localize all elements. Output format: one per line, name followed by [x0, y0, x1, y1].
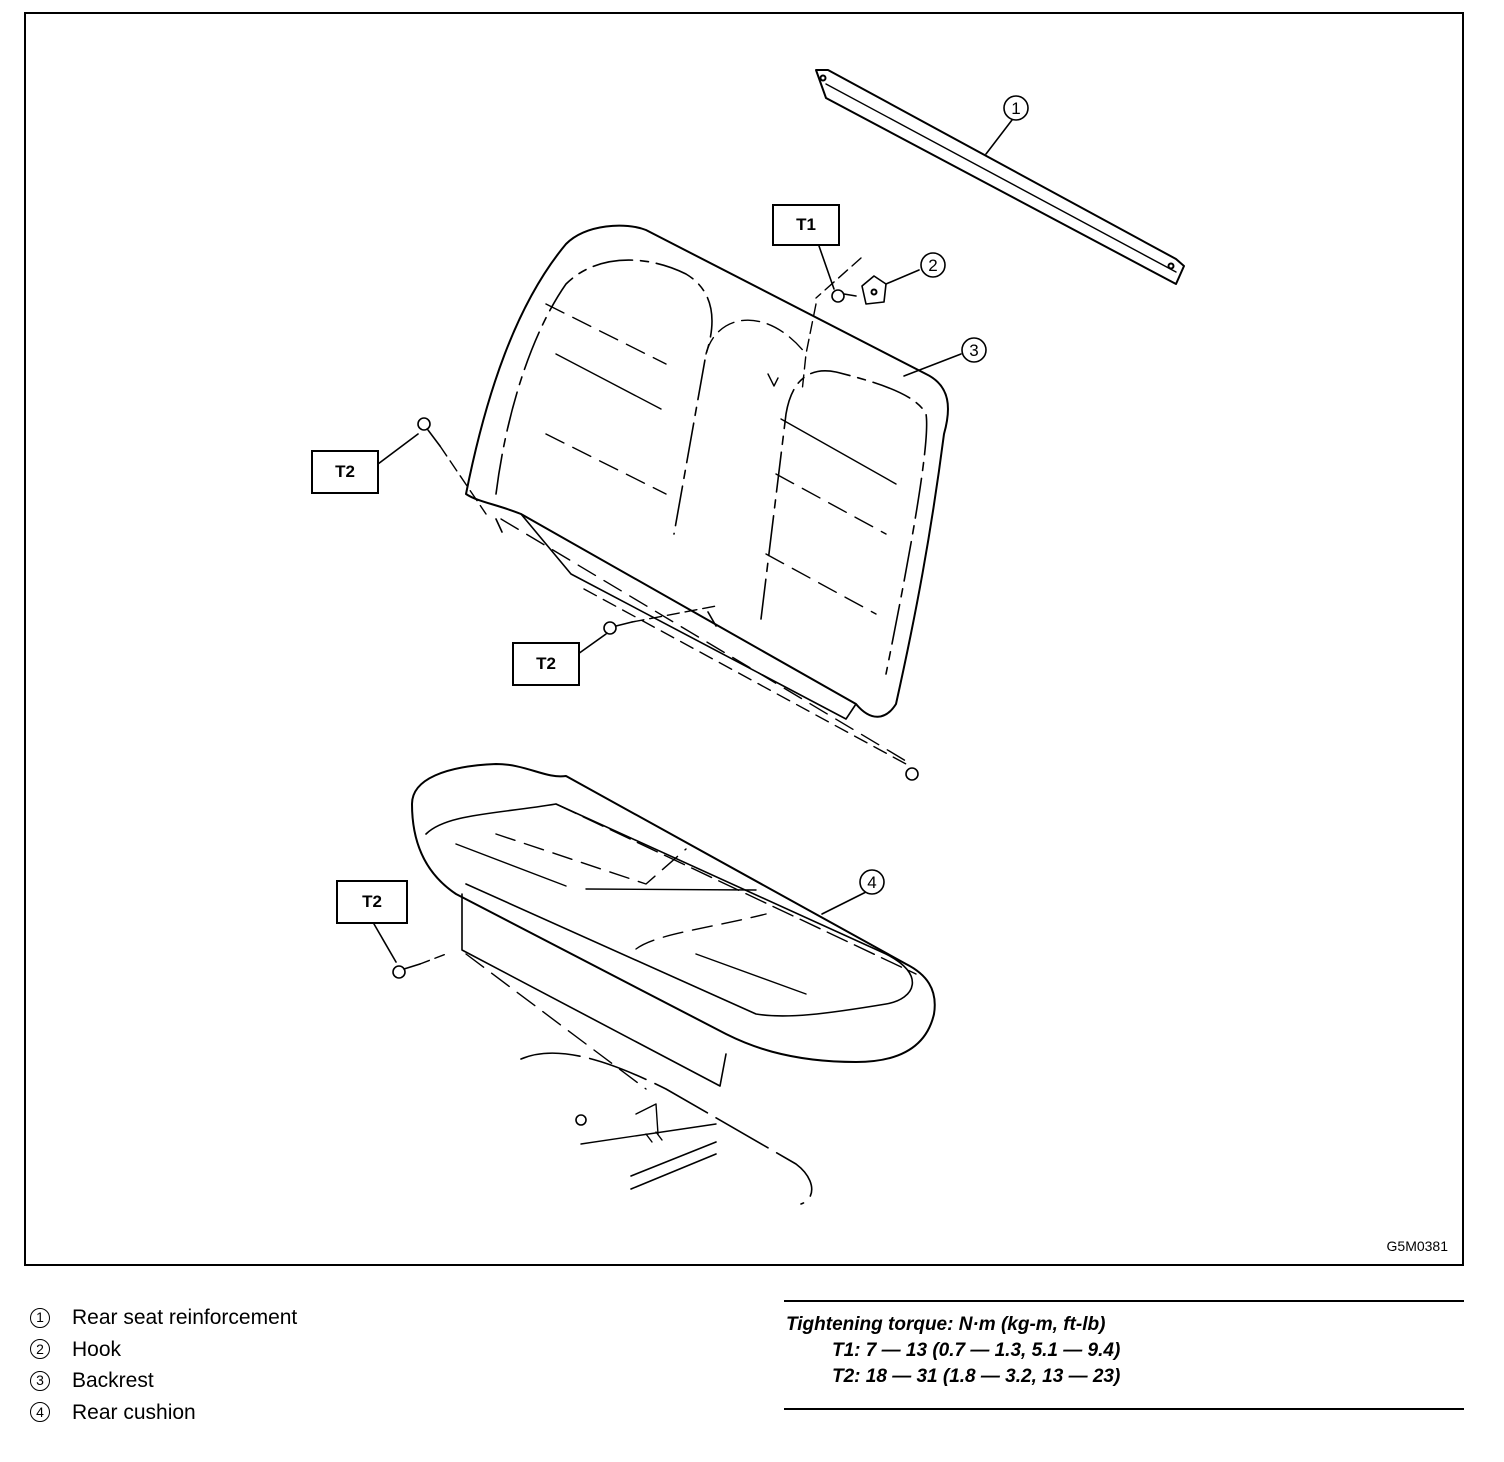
legend-number: 4: [30, 1402, 50, 1423]
legend-number: 2: [30, 1339, 50, 1360]
cushion-bolt-and-floor: [373, 923, 813, 1205]
torque-title: Tightening torque: N·m (kg-m, ft-lb): [786, 1314, 1106, 1335]
legend-label: Rear seat reinforcement: [72, 1306, 298, 1329]
exploded-view-drawing: 1 2 3 4: [373, 69, 1185, 1205]
marker-3: 3: [969, 341, 978, 360]
legend-item: 4 Rear cushion: [30, 1397, 297, 1429]
part-markers: 1 2 3 4: [859, 95, 1029, 895]
legend-label: Rear cushion: [72, 1400, 196, 1424]
backrest-part: [465, 224, 962, 720]
callout-t1-top: T1: [772, 204, 840, 246]
torque-t1: T1: 7 — 13 (0.7 — 1.3, 5.1 — 9.4): [832, 1340, 1121, 1361]
callout-t2-middle: T2: [512, 642, 580, 686]
legend-label: Backrest: [72, 1369, 154, 1392]
marker-2: 2: [928, 256, 937, 275]
backrest-bolts: [377, 417, 919, 781]
parts-legend: 1 Rear seat reinforcement 2 Hook 3 Backr…: [30, 1302, 297, 1428]
legend-item: 2 Hook: [30, 1334, 297, 1366]
figure-reference-code: G5M0381: [1386, 1238, 1448, 1254]
callout-t2-left: T2: [311, 450, 379, 494]
rear-cushion-part: [411, 763, 936, 1087]
legend-label: Hook: [72, 1337, 122, 1361]
torque-spec-box: Tightening torque: N·m (kg-m, ft-lb) T1:…: [784, 1300, 1464, 1410]
marker-1: 1: [1011, 99, 1020, 118]
legend-item: 3 Backrest: [30, 1365, 297, 1397]
callout-t2-bottom: T2: [336, 880, 408, 924]
legend-number: 3: [30, 1370, 50, 1391]
rear-seat-reinforcement-part: [815, 69, 1185, 285]
hook-part: [801, 245, 920, 393]
torque-t2: T2: 18 — 31 (1.8 — 3.2, 13 — 23): [832, 1366, 1121, 1387]
diagram-frame: 1 2 3 4 T1 T2 T2 T2 G5M0381: [24, 12, 1464, 1266]
legend-number: 1: [30, 1307, 50, 1328]
legend-item: 1 Rear seat reinforcement: [30, 1302, 297, 1334]
marker-4: 4: [867, 873, 876, 892]
